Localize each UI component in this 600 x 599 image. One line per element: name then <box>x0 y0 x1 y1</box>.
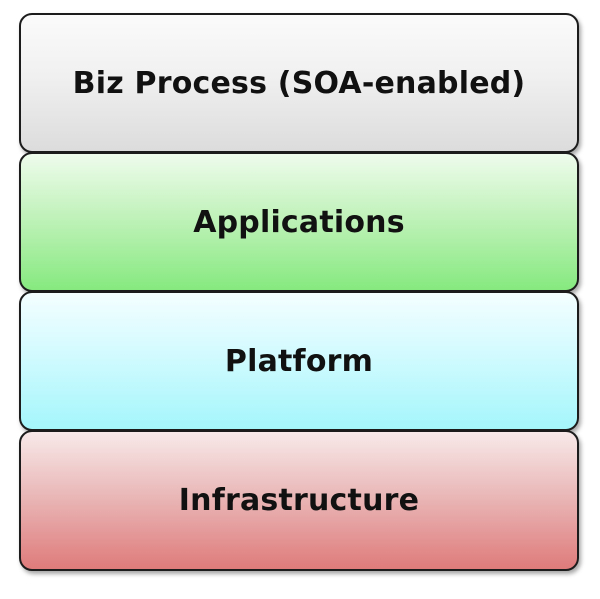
layer-stack-diagram: Biz Process (SOA-enabled) Applications P… <box>19 13 581 573</box>
layer-infrastructure: Infrastructure <box>19 430 579 571</box>
layer-biz-process: Biz Process (SOA-enabled) <box>19 13 579 153</box>
layer-label: Applications <box>193 204 405 240</box>
layer-label: Biz Process (SOA-enabled) <box>72 65 526 101</box>
layer-platform: Platform <box>19 291 579 431</box>
layer-label: Platform <box>224 343 374 379</box>
layer-applications: Applications <box>19 152 579 292</box>
layer-label: Infrastructure <box>178 483 420 518</box>
